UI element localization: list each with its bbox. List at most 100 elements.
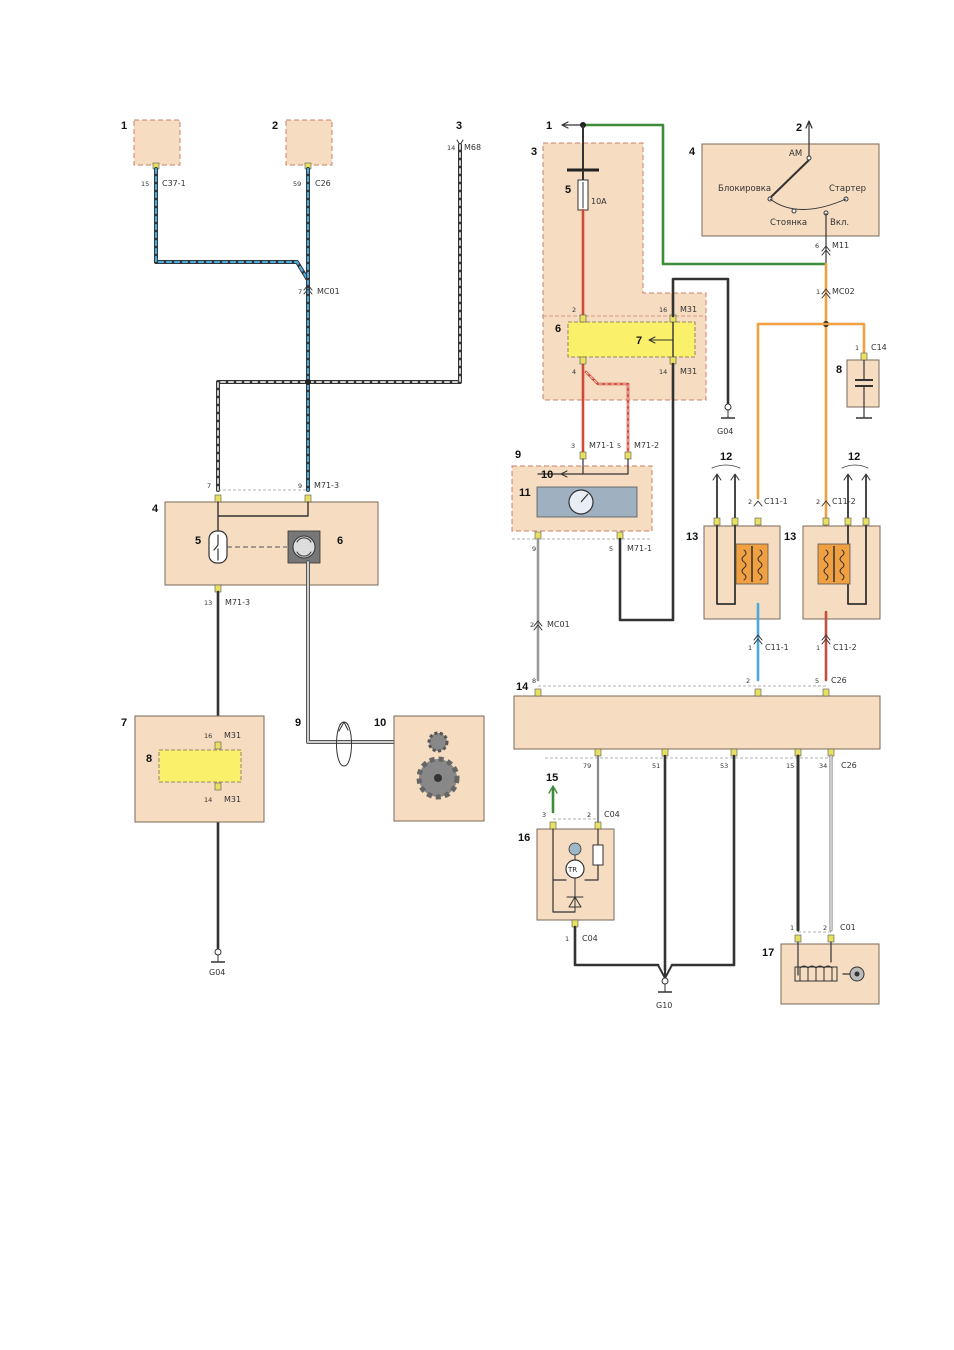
rotor-circle xyxy=(292,535,316,559)
pin-label: 79 xyxy=(583,762,591,770)
pin-label: 51 xyxy=(652,762,660,770)
pin-label: 16 xyxy=(659,306,667,314)
connector-label: M68 xyxy=(464,143,481,152)
terminal xyxy=(534,688,542,697)
pin-label: 2 xyxy=(572,306,576,314)
arrow-head xyxy=(548,785,558,794)
bracket xyxy=(711,464,741,469)
pin-label: 7 xyxy=(207,482,211,490)
component-14-number: 14 xyxy=(516,681,529,693)
pin-label: 2 xyxy=(587,811,591,819)
pin-label: 5 xyxy=(815,677,819,685)
wire-green xyxy=(581,123,828,266)
connector-label: C11-2 xyxy=(833,643,857,652)
pin-label: 5 xyxy=(609,545,613,553)
terminal-1-number: 1 xyxy=(546,120,552,132)
component-3-box xyxy=(542,142,707,401)
pin-label: 13 xyxy=(204,599,212,607)
component-6-box xyxy=(567,321,696,358)
component-9-number: 9 xyxy=(295,717,301,729)
connector-label: M71-1 xyxy=(589,441,614,450)
pin-label: 1 xyxy=(816,644,820,652)
component-8-box xyxy=(846,359,880,408)
wire-black xyxy=(618,362,675,622)
component-3-number: 3 xyxy=(456,120,462,132)
component-15-number: 15 xyxy=(546,772,558,784)
terminal xyxy=(860,352,868,361)
switch-starter-label: Стартер xyxy=(829,184,866,194)
component-16-number: 16 xyxy=(518,832,530,844)
pin-label: 34 xyxy=(819,762,827,770)
capacitor-icon xyxy=(855,360,873,419)
switch-am-label: AM xyxy=(789,149,802,159)
component-7-number: 7 xyxy=(636,335,642,347)
wire-red-white-stripe xyxy=(585,371,629,453)
component-1-box xyxy=(133,119,181,166)
switch-contact xyxy=(806,155,812,161)
connector-label: M71-3 xyxy=(314,481,339,490)
connector-label: MC02 xyxy=(832,287,855,296)
component-7-number: 7 xyxy=(121,717,127,729)
pin-label: 2 xyxy=(823,924,827,932)
terminal xyxy=(579,314,587,323)
pin-label: 1 xyxy=(855,344,859,352)
component-4-number: 4 xyxy=(689,146,696,158)
switch-arc xyxy=(769,198,847,210)
terminal xyxy=(579,451,587,460)
injector-a xyxy=(712,473,769,605)
connector-mark xyxy=(821,634,831,645)
reed-contact xyxy=(213,534,219,561)
ground-label: G04 xyxy=(209,968,225,977)
terminal xyxy=(549,821,557,830)
speedometer-cable xyxy=(306,560,442,744)
connector-mark xyxy=(821,500,831,507)
transistor-label: TR xyxy=(567,866,577,874)
terminal xyxy=(304,494,312,503)
component-6-number: 6 xyxy=(337,535,343,547)
pin-label: 53 xyxy=(720,762,728,770)
pin-label: 15 xyxy=(141,180,149,188)
component-1-number: 1 xyxy=(121,120,127,132)
switch-park-label: Стоянка xyxy=(770,218,807,228)
connector-label: C14 xyxy=(871,343,887,352)
connector-label: M71-2 xyxy=(634,441,659,450)
internal-wire xyxy=(217,501,309,531)
wire-grey-black xyxy=(216,143,462,492)
component-8-number: 8 xyxy=(146,753,152,765)
connector-label: C11-1 xyxy=(765,643,789,652)
component-13b-number: 13 xyxy=(784,531,796,543)
ground-point xyxy=(661,977,669,985)
injector-b xyxy=(817,473,871,605)
ground-label: G04 xyxy=(717,427,733,436)
component-4-number: 4 xyxy=(152,503,159,515)
component-3-number: 3 xyxy=(531,146,537,158)
connector-label: C04 xyxy=(604,810,620,819)
terminal xyxy=(754,688,762,697)
connector-label: MC01 xyxy=(317,287,340,296)
wire-grey-black-stripe xyxy=(217,144,461,491)
component-12-number: 12 xyxy=(848,451,860,463)
pin-label: 15 xyxy=(786,762,794,770)
pin-label: 14 xyxy=(659,368,667,376)
pin-label: 16 xyxy=(204,732,212,740)
wire-orange xyxy=(756,322,866,500)
pin-label: 2 xyxy=(816,498,820,506)
pin-label: 14 xyxy=(204,796,212,804)
ground-point xyxy=(214,948,222,956)
connector-label: MC01 xyxy=(547,620,570,629)
component-2-box xyxy=(285,119,333,166)
arrow xyxy=(560,470,569,478)
connector-label: M71-3 xyxy=(225,598,250,607)
terminal xyxy=(794,934,802,943)
connector-label: M11 xyxy=(832,241,849,250)
terminal-2-number: 2 xyxy=(796,122,802,134)
component-10-number: 10 xyxy=(541,469,553,481)
connector-label: M31 xyxy=(680,305,697,314)
wire-black xyxy=(671,277,730,406)
arrow-head xyxy=(338,721,349,732)
fuse-number: 5 xyxy=(565,184,571,196)
wire-black xyxy=(663,754,736,972)
pin-label: 9 xyxy=(532,545,536,553)
pin-label: 2 xyxy=(530,621,534,629)
wire-blue-black-stripe xyxy=(154,167,310,282)
